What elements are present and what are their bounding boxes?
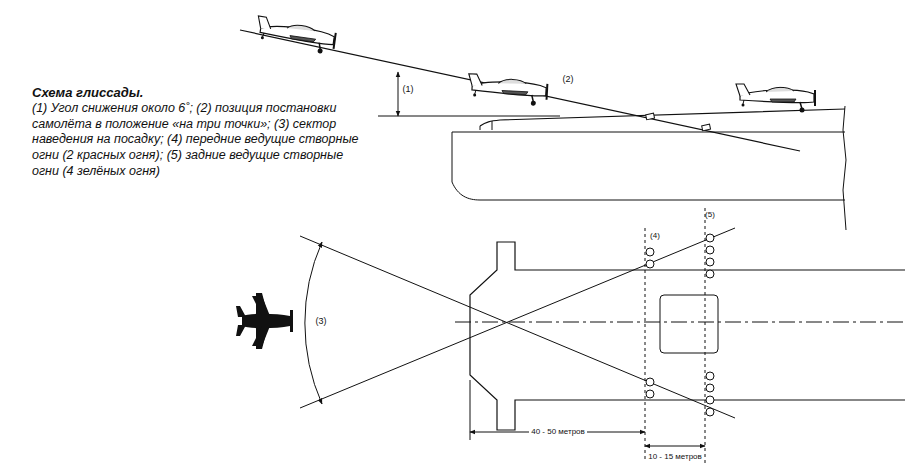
diagram-caption: (1) Угол снижения около 6˚; (2) позиция … <box>32 101 367 179</box>
rear-light <box>706 270 714 278</box>
top-view <box>300 208 905 466</box>
plane-landed <box>736 84 816 113</box>
front-light <box>646 260 654 268</box>
callout-number: (3) <box>314 317 329 327</box>
rear-light <box>706 246 714 254</box>
dimension-label: 40 - 50 метров <box>529 428 587 437</box>
plane-three-point <box>467 74 548 107</box>
callout-number: (1) <box>403 85 414 95</box>
front-light <box>646 248 654 256</box>
rear-light <box>706 396 714 404</box>
plane-top-view <box>236 293 293 349</box>
rear-light <box>706 234 714 242</box>
rear-light <box>706 372 714 380</box>
dimension-label: 10 - 15 метров <box>646 453 704 462</box>
plane-approach <box>254 16 337 55</box>
diagram-title: Схема глиссады. <box>32 86 143 100</box>
rear-light <box>706 258 714 266</box>
callout-number: (5) <box>705 211 715 220</box>
front-light <box>646 390 654 398</box>
front-light <box>646 378 654 386</box>
rear-light <box>706 408 714 416</box>
rear-light <box>706 384 714 392</box>
lead-lights <box>646 234 714 416</box>
callout-number: (4) <box>650 232 660 241</box>
callout-number: (2) <box>563 75 574 85</box>
